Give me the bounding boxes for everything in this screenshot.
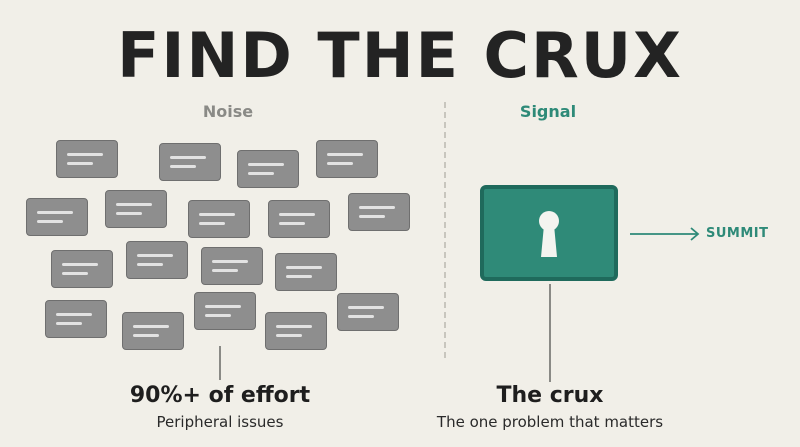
noise-stat-subtitle: Peripheral issues <box>156 413 284 431</box>
crux-subtitle: The one problem that matters <box>436 413 664 431</box>
noise-card <box>126 241 188 279</box>
noise-heading: Noise <box>202 102 254 121</box>
noise-card <box>275 253 337 291</box>
noise-card <box>201 247 263 285</box>
noise-card <box>194 292 256 330</box>
keyhole-icon <box>539 211 559 257</box>
crux-title: The crux <box>496 383 604 408</box>
noise-card <box>45 300 107 338</box>
noise-card <box>159 143 221 181</box>
noise-card <box>265 312 327 350</box>
noise-card <box>316 140 378 178</box>
section-divider <box>444 102 446 358</box>
noise-card <box>188 200 250 238</box>
noise-card <box>337 293 399 331</box>
noise-card <box>26 198 88 236</box>
noise-connector-line <box>219 346 221 380</box>
noise-card <box>105 190 167 228</box>
noise-card <box>268 200 330 238</box>
crux-box <box>480 185 618 281</box>
noise-stat-title: 90%+ of effort <box>129 383 311 408</box>
page-title: FIND THE CRUX <box>117 19 683 92</box>
noise-card <box>51 250 113 288</box>
noise-card <box>237 150 299 188</box>
arrow-right-icon <box>630 227 700 241</box>
noise-card <box>56 140 118 178</box>
noise-card <box>122 312 184 350</box>
summit-label: SUMMIT <box>706 226 769 241</box>
signal-heading: Signal <box>519 102 577 121</box>
crux-connector-line <box>549 284 551 382</box>
noise-card <box>348 193 410 231</box>
